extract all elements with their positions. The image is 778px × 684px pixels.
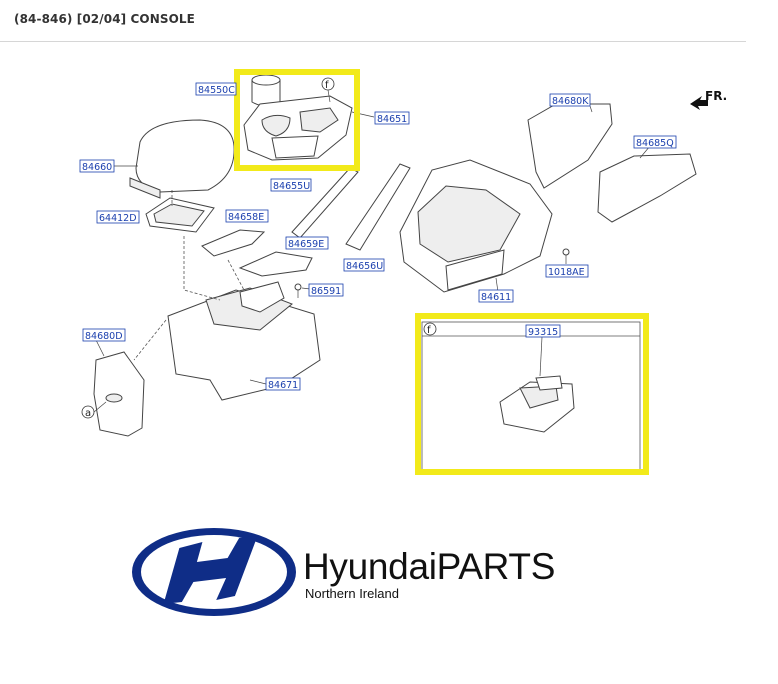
svg-text:84660: 84660 (82, 162, 112, 173)
page-title: (84-846) [02/04] CONSOLE (14, 12, 195, 26)
side-trim-strip-right (345, 163, 411, 251)
armrest-lid (114, 119, 235, 199)
highlight-box-cup-holder (234, 69, 360, 171)
side-trim-strip (291, 167, 359, 239)
screw-86591 (294, 283, 311, 298)
circle-label-a: a (81, 405, 95, 419)
callout-86591[interactable]: 86591 (308, 283, 344, 297)
callout-84651[interactable]: 84651 (374, 111, 410, 125)
svg-text:84651: 84651 (377, 114, 407, 125)
callout-1018ae[interactable]: 1018AE (545, 264, 589, 278)
svg-text:84656U: 84656U (346, 261, 383, 272)
clip-1018ae (562, 248, 570, 264)
callout-64412d[interactable]: 64412D (96, 210, 140, 224)
trim-piece-84659e (238, 251, 313, 277)
page-header: (84-846) [02/04] CONSOLE (0, 0, 746, 42)
trim-piece-84658e (201, 229, 266, 257)
callout-84655u[interactable]: 84655U (270, 178, 312, 192)
callout-84680k[interactable]: 84680K (549, 93, 591, 107)
svg-text:f: f (325, 80, 329, 91)
svg-text:93315: 93315 (528, 327, 558, 338)
circle-label-f-box: f (423, 322, 437, 336)
callout-84611[interactable]: 84611 (478, 289, 514, 303)
lower-console (167, 281, 321, 401)
main-console-body (399, 159, 553, 293)
callout-84658e[interactable]: 84658E (225, 209, 269, 223)
switch-93315 (499, 336, 575, 433)
highlight-box-switch (415, 313, 649, 475)
svg-text:84550C: 84550C (198, 85, 235, 96)
front-direction-arrow (690, 96, 708, 110)
brand-subtitle: Northern Ireland (305, 586, 399, 601)
svg-text:84671: 84671 (268, 380, 298, 391)
front-direction-label: FR. (705, 89, 727, 103)
svg-text:a: a (85, 408, 91, 419)
svg-text:86591: 86591 (311, 286, 341, 297)
callout-84671[interactable]: 84671 (265, 377, 301, 391)
svg-text:64412D: 64412D (99, 213, 137, 224)
storage-tray (145, 197, 215, 233)
callout-84660[interactable]: 84660 (79, 159, 115, 173)
callout-93315[interactable]: 93315 (525, 324, 561, 338)
side-cover-84685q (597, 145, 697, 223)
brand-name: HyundaiPARTS (303, 546, 556, 587)
svg-text:84680K: 84680K (552, 96, 589, 107)
callout-84659e[interactable]: 84659E (285, 236, 329, 250)
callout-84656u[interactable]: 84656U (343, 258, 385, 272)
hyundai-emblem (132, 528, 296, 616)
svg-text:1018AE: 1018AE (548, 267, 585, 278)
end-cover-84680d (93, 339, 145, 437)
svg-text:84680D: 84680D (85, 331, 123, 342)
callout-84680d[interactable]: 84680D (82, 328, 126, 342)
svg-text:84685Q: 84685Q (636, 138, 674, 149)
callout-84550c[interactable]: 84550C (195, 82, 237, 96)
cup-holder-insert (251, 74, 281, 107)
svg-text:84655U: 84655U (273, 181, 310, 192)
svg-text:84611: 84611 (481, 292, 511, 303)
svg-text:f: f (427, 325, 431, 336)
callout-84685q[interactable]: 84685Q (633, 135, 677, 149)
cup-holder-tray (243, 95, 375, 161)
svg-text:84658E: 84658E (228, 212, 264, 223)
svg-text:84659E: 84659E (288, 239, 324, 250)
circle-label-f-top: f (321, 77, 335, 103)
